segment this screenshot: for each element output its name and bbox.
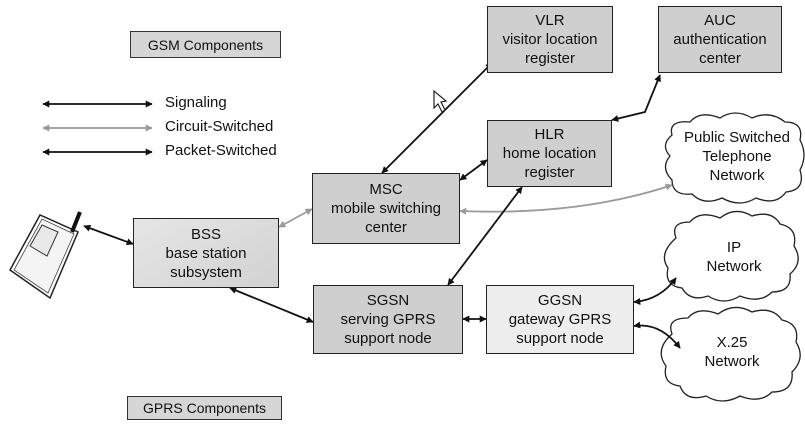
bss-node: BSS base station subsystem — [133, 218, 279, 288]
x25-network-label: X.25 Network — [668, 333, 796, 371]
hlr-node-line-2: home location — [502, 145, 597, 162]
hlr-node: HLR home location register — [487, 120, 612, 187]
sgsn-node-line-3: support node — [344, 330, 432, 347]
ip-line-2: Network — [706, 258, 762, 275]
pstn-line-2: Telephone — [702, 148, 772, 165]
ip-network-label: IP Network — [672, 238, 796, 276]
ggsn-node: GGSN gateway GPRS support node — [486, 285, 634, 354]
link-msc-vlr — [381, 62, 493, 174]
mouse-cursor-icon — [433, 89, 448, 113]
x25-network-cloud — [660, 306, 801, 402]
ggsn-node-line-2: gateway GPRS — [508, 311, 612, 328]
legend-packet-switched-label: Packet-Switched — [165, 142, 277, 159]
msc-node-line-2: mobile switching — [330, 200, 442, 217]
bss-node-line-2: base station — [165, 244, 247, 262]
vlr-node-line-1: VLR — [535, 12, 565, 29]
bss-node-line-3: subsystem — [170, 263, 242, 281]
sgsn-node-line-2: serving GPRS — [340, 311, 436, 328]
hlr-node-line-1: HLR — [534, 126, 565, 143]
link-phone-bss — [83, 224, 134, 246]
auc-node-line-3: center — [699, 50, 741, 67]
x25-line-2: Network — [704, 353, 760, 370]
gsm-components-label: GSM Components — [130, 31, 281, 58]
msc-node: MSC mobile switching center — [312, 173, 460, 244]
bss-node-line-1: BSS — [190, 225, 221, 243]
auc-node: AUC authentication center — [658, 6, 782, 73]
pstn-cloud-label: Public Switched Telephone Network — [668, 128, 805, 185]
gprs-components-label: GPRS Components — [127, 396, 282, 420]
link-hlr-auc — [611, 74, 661, 122]
link-sgsn-hlr — [447, 186, 523, 286]
link-bss-sgsn — [229, 287, 314, 323]
legend-circuit-switched-label: Circuit-Switched — [165, 118, 274, 135]
msc-node-line-3: center — [365, 219, 407, 236]
ip-line-1: IP — [726, 239, 742, 256]
legend-signaling-label: Signaling — [165, 94, 227, 111]
vlr-node-line-3: register — [524, 50, 576, 67]
link-bss-msc — [278, 208, 313, 228]
link-ggsn-x25 — [633, 321, 681, 349]
pstn-cloud — [664, 112, 805, 204]
ggsn-node-line-1: GGSN — [537, 292, 583, 309]
sgsn-node-line-1: SGSN — [366, 292, 410, 309]
vlr-node-line-2: visitor location — [502, 31, 598, 48]
auc-node-line-1: AUC — [704, 12, 736, 29]
mobile-phone-icon — [9, 211, 82, 300]
auc-node-line-2: authentication — [673, 31, 767, 48]
pstn-line-1: Public Switched — [684, 129, 790, 146]
hlr-node-line-3: register — [524, 164, 575, 181]
ip-network-cloud — [663, 210, 799, 302]
x25-line-1: X.25 — [716, 334, 748, 351]
link-msc-pstn — [459, 183, 673, 215]
vlr-node: VLR visitor location register — [487, 6, 613, 73]
link-msc-hlr — [459, 159, 488, 181]
ggsn-node-line-3: support node — [516, 330, 604, 347]
sgsn-node: SGSN serving GPRS support node — [313, 285, 463, 354]
pstn-line-3: Network — [709, 167, 765, 184]
link-ggsn-ip — [633, 277, 677, 306]
msc-node-line-1: MSC — [369, 181, 403, 198]
